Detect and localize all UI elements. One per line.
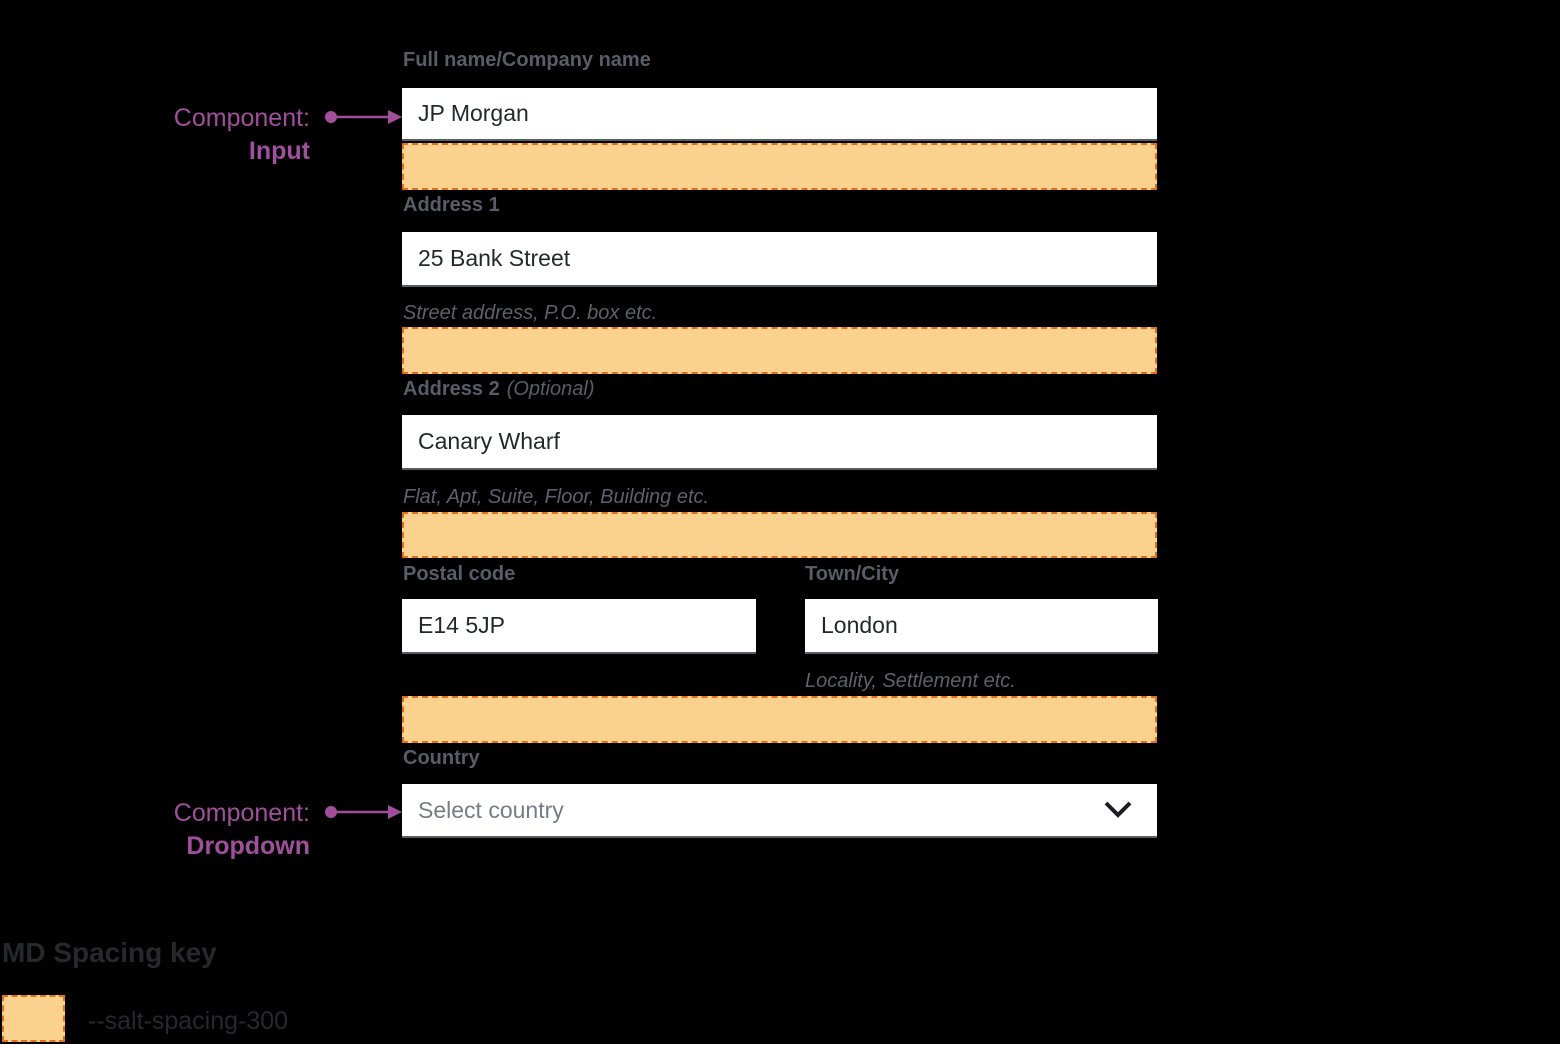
spacing-300-block [402,143,1157,190]
address2-label: Address 2 (Optional) [403,377,595,401]
address1-input[interactable] [402,232,1157,287]
spacing-key-swatch [2,995,65,1042]
country-label: Country [403,747,480,769]
component-prefix: Component: [173,799,310,827]
spacing-key-title: MD Spacing key [2,937,217,968]
address1-helper-text: Street address, P.O. box etc. [403,302,658,324]
postal-code-label: Postal code [403,563,516,585]
address2-optional-text: (Optional) [506,378,595,400]
annotation-arrow [325,805,402,819]
address1-label: Address 1 [403,194,500,216]
address2-helper-text: Flat, Apt, Suite, Floor, Building etc. [403,486,710,508]
country-dropdown-placeholder: Select country [418,796,564,823]
town-city-input[interactable] [805,599,1158,654]
component-name: Dropdown [186,832,310,860]
component-name: Input [248,137,310,165]
chevron-down-icon [1104,801,1132,818]
town-city-helper-text: Locality, Settlement etc. [805,670,1016,692]
spacing-key-token: --salt-spacing-300 [88,1007,289,1035]
spacing-300-block [402,327,1157,374]
annotation-arrow [325,110,402,124]
postal-code-input[interactable] [402,599,756,654]
town-city-label: Town/City [805,563,900,585]
address2-input[interactable] [402,415,1157,470]
full-name-label: Full name/Company name [403,49,651,71]
spacing-300-block [402,512,1157,558]
component-prefix: Component: [173,104,310,132]
spacing-300-block [402,696,1157,743]
address2-label-text: Address 2 [403,378,500,400]
full-name-input[interactable] [402,88,1157,141]
component-input-annotation: Component: Input [174,102,310,168]
component-dropdown-annotation: Component: Dropdown [174,797,310,863]
country-dropdown[interactable]: Select country [402,784,1157,838]
